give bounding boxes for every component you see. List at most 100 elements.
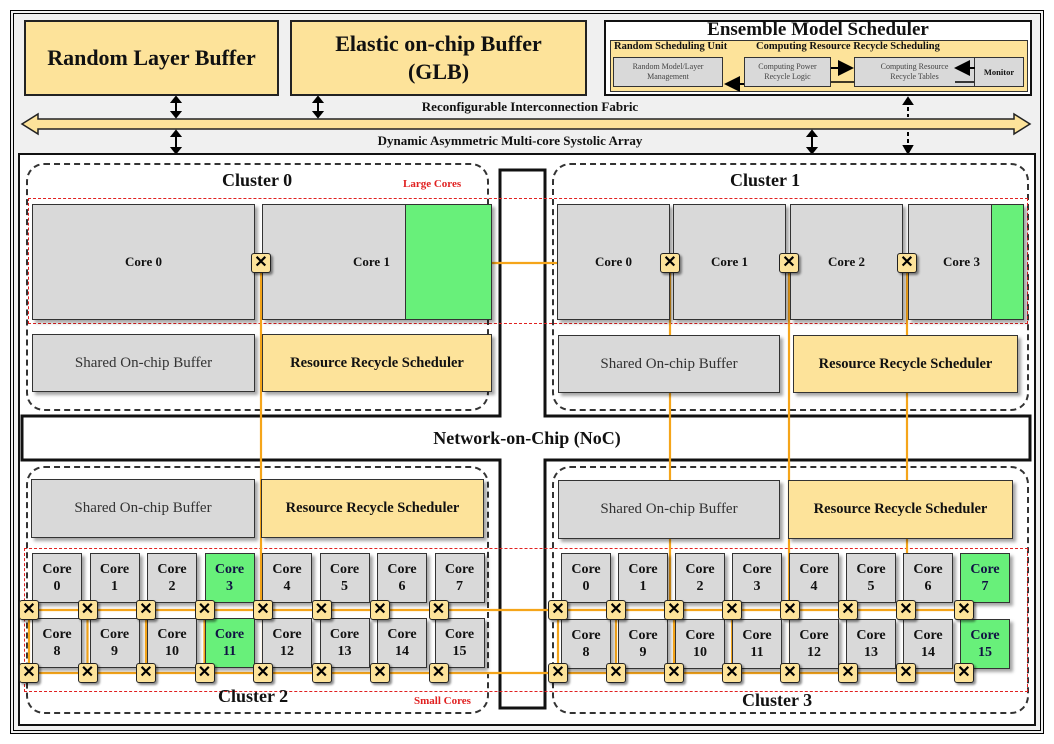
router-icon: ✕ bbox=[954, 663, 974, 683]
core-label: Core 0 bbox=[595, 254, 632, 269]
block-line: Recycle Tables bbox=[890, 72, 939, 81]
core-label: Core 1 bbox=[711, 254, 748, 269]
router-icon: ✕ bbox=[664, 600, 684, 620]
fabric-label: Reconfigurable Interconnection Fabric bbox=[421, 99, 639, 114]
ensemble-title: Ensemble Model Scheduler bbox=[707, 19, 929, 40]
cluster-3-shared-buffer: Shared On-chip Buffer bbox=[558, 480, 780, 539]
core-id: 15 bbox=[452, 644, 467, 659]
core-label: Core bbox=[628, 628, 658, 643]
shared-buffer-label: Shared On-chip Buffer bbox=[74, 354, 213, 371]
core-id: 2 bbox=[168, 579, 176, 594]
router-icon: ✕ bbox=[896, 600, 916, 620]
core-id: 11 bbox=[750, 645, 764, 660]
elastic-buffer-label: Elastic on-chip Buffer bbox=[335, 31, 542, 56]
core-id: 3 bbox=[226, 579, 233, 594]
core-id: 6 bbox=[924, 579, 932, 594]
router-icon: ✕ bbox=[954, 600, 974, 620]
core-label: Core bbox=[913, 628, 943, 643]
router-icon: ✕ bbox=[311, 600, 332, 620]
small-cores-group bbox=[24, 548, 1028, 692]
cluster-3-core-14: Core 14 bbox=[903, 619, 953, 669]
core-id: 6 bbox=[398, 579, 406, 594]
cluster-2-core-6: Core 6 bbox=[377, 553, 427, 603]
core-id: 9 bbox=[639, 645, 647, 660]
cluster-3-title: Cluster 3 bbox=[742, 690, 813, 710]
core-id: 10 bbox=[693, 645, 707, 660]
rrs-label: Resource Recycle Scheduler bbox=[813, 501, 988, 517]
elastic-buffer: Elastic on-chip Buffer (GLB) bbox=[290, 20, 587, 96]
core-label: Core bbox=[387, 562, 417, 577]
core-label: Core bbox=[214, 627, 245, 642]
router-icon: ✕ bbox=[194, 600, 215, 620]
block-line: Management bbox=[647, 72, 689, 81]
router-icon: ✕ bbox=[19, 663, 39, 683]
core-label: Core bbox=[42, 627, 72, 642]
core-label: Core bbox=[742, 628, 772, 643]
cluster-3-boundary bbox=[552, 466, 1029, 714]
cluster-2-core-15: Core 15 bbox=[434, 618, 485, 668]
router-icon: ✕ bbox=[311, 663, 332, 683]
interconnect-bus bbox=[20, 96, 1032, 156]
core-label: Core bbox=[329, 562, 360, 577]
computing-power-recycle-logic: Computing Power Recycle Logic bbox=[744, 57, 831, 87]
recycled-region bbox=[991, 205, 1023, 319]
array-label: Dynamic Asymmetric Multi-core Systolic A… bbox=[377, 133, 643, 148]
router-icon: ✕ bbox=[370, 663, 390, 683]
core-label: Core bbox=[685, 562, 715, 577]
core-id: 12 bbox=[280, 644, 294, 659]
cluster-1-core-0: Core 0 bbox=[557, 204, 670, 320]
core-id: 0 bbox=[53, 579, 61, 594]
cluster-3-core-11: Core 11 bbox=[732, 619, 782, 669]
crrs-label: Computing Resource Recycle Scheduling bbox=[756, 41, 940, 52]
core-id: 1 bbox=[639, 579, 647, 594]
core-id: 4 bbox=[283, 579, 291, 594]
router-icon: ✕ bbox=[428, 663, 449, 683]
block-line: Computing Resource bbox=[880, 62, 949, 71]
core-id: 3 bbox=[753, 579, 761, 594]
router-icon: ✕ bbox=[19, 600, 39, 620]
core-label: Core bbox=[99, 627, 130, 642]
noc-label: Network-on-Chip (NoC) bbox=[433, 428, 621, 448]
core-id: 14 bbox=[395, 644, 409, 659]
cluster-1-boundary bbox=[552, 163, 1029, 411]
core-label: Core 2 bbox=[828, 254, 865, 269]
core-label: Core bbox=[444, 562, 475, 577]
cluster-0-shared-buffer: Shared On-chip Buffer bbox=[32, 334, 255, 392]
core-id: 1 bbox=[111, 579, 118, 594]
core-label: Core bbox=[970, 628, 1000, 643]
core-label: Core 1 bbox=[353, 254, 390, 269]
core-id: 14 bbox=[921, 645, 935, 660]
monitor-block: Monitor bbox=[974, 57, 1024, 87]
core-id: 8 bbox=[53, 644, 61, 659]
core-id: 8 bbox=[582, 645, 590, 660]
vertical-connectors bbox=[169, 96, 914, 156]
block-line: Computing Power bbox=[758, 62, 817, 71]
core-label: Core bbox=[444, 627, 475, 642]
elastic-buffer-sublabel: (GLB) bbox=[407, 59, 470, 84]
core-id: 4 bbox=[810, 579, 818, 594]
core-label: Core bbox=[799, 628, 829, 643]
rrs-label: Resource Recycle Scheduler bbox=[290, 354, 464, 371]
router-icon: ✕ bbox=[660, 253, 680, 273]
block-line: Random Model/Layer bbox=[632, 62, 704, 71]
shared-buffer-label: Shared On-chip Buffer bbox=[600, 355, 738, 372]
router-icon: ✕ bbox=[779, 253, 799, 273]
cluster-1-core-2: Core 2 bbox=[790, 204, 903, 320]
cluster-0-resource-recycle-scheduler: Resource Recycle Scheduler bbox=[262, 334, 492, 392]
router-icon: ✕ bbox=[548, 663, 568, 683]
core-label: Core bbox=[387, 627, 417, 642]
random-model-layer-management: Random Model/Layer Management bbox=[613, 57, 723, 87]
